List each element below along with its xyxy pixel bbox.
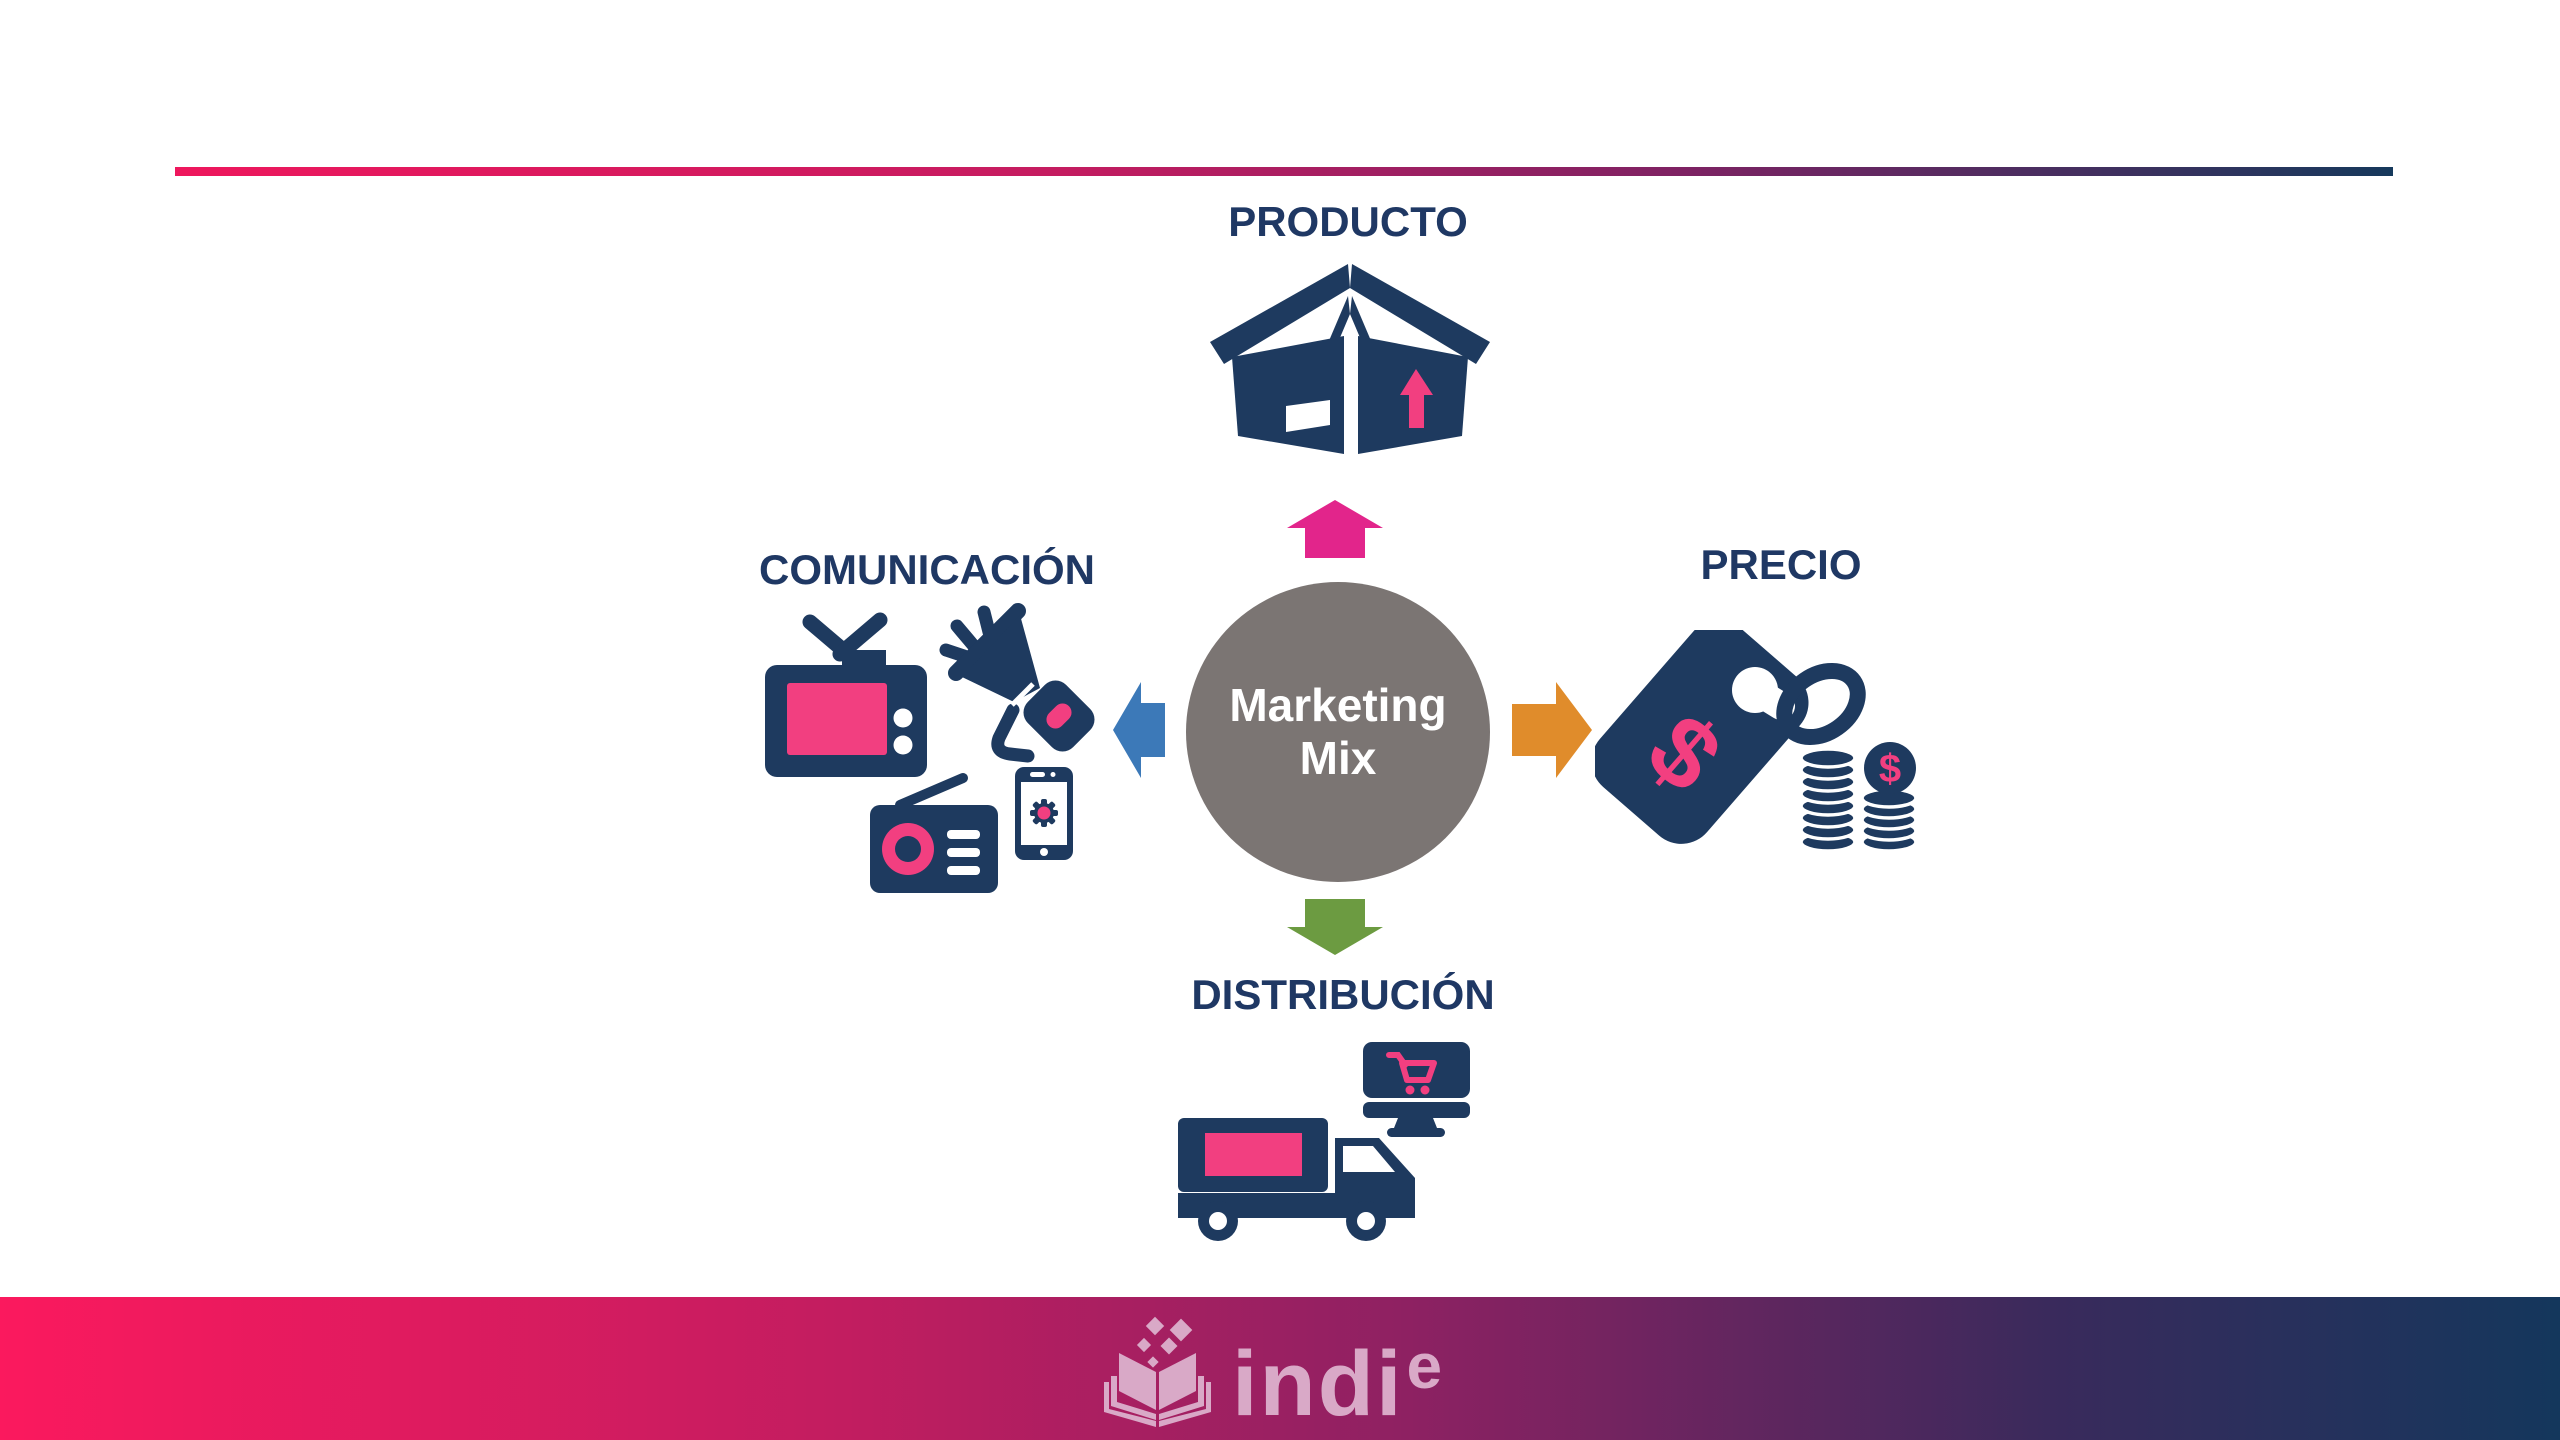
open-book-sparkles-icon <box>1104 1316 1211 1427</box>
smartphone-icon <box>1015 767 1073 860</box>
logo-superscript: e <box>1406 1330 1445 1402</box>
arrow-down-distribucion <box>1287 899 1383 955</box>
label-producto: PRODUCTO <box>1228 198 1468 245</box>
coin-stack-with-dollar-coin: $ <box>1860 742 1918 853</box>
label-precio: PRECIO <box>1700 541 1862 588</box>
arrow-up-producto <box>1287 500 1383 558</box>
open-box-icon <box>1210 264 1490 454</box>
ecommerce-monitor-icon <box>1363 1042 1470 1137</box>
arrow-right-precio <box>1512 682 1592 778</box>
label-comunicacion: COMUNICACIÓN <box>759 546 1095 593</box>
logo-text: indi <box>1232 1333 1404 1435</box>
tv-megaphone-radio-phone-icon <box>765 603 1095 893</box>
radio-icon <box>870 773 998 893</box>
box-up-arrow <box>1400 369 1433 428</box>
shopping-cart-icon <box>1386 1052 1437 1095</box>
tv-icon <box>765 612 927 777</box>
coin-stack-tall <box>1799 747 1857 853</box>
footer-bar: indie <box>0 1297 2560 1440</box>
box-label-sticker <box>1286 400 1330 432</box>
price-tag-icon: $ <box>1595 630 1866 844</box>
price-tag-coins-icon: $ $ <box>1595 630 1918 853</box>
logo-wordmark: indie <box>1232 1330 1444 1439</box>
gear-icon <box>1030 799 1058 827</box>
coin-dollar-sign: $ <box>1879 747 1901 791</box>
tag-string-loop <box>1776 662 1866 746</box>
top-divider-line <box>175 167 2393 176</box>
delivery-truck-online-store-icon <box>1178 1042 1470 1241</box>
megaphone-icon <box>939 603 1095 763</box>
marketing-mix-circle: Marketing Mix <box>1186 582 1490 882</box>
marketing-mix-title: Marketing Mix <box>1229 679 1447 784</box>
delivery-truck-icon <box>1178 1118 1415 1241</box>
label-distribucion: DISTRIBUCIÓN <box>1191 971 1495 1018</box>
arrow-left-comunicacion <box>1113 682 1165 778</box>
